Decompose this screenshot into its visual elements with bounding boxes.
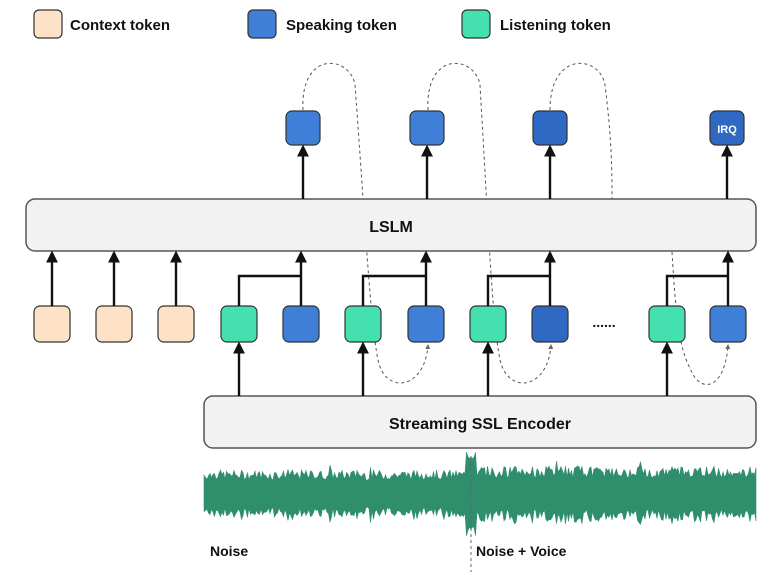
- legend-listening-label: Listening token: [500, 17, 611, 34]
- output-speaking-token-3: [532, 110, 568, 146]
- feedback-loops: [302, 62, 731, 386]
- arrow-merge-1: [237, 274, 301, 306]
- listening-token-2: [344, 305, 382, 343]
- legend-context-label: Context token: [70, 17, 170, 34]
- output-arrows: [297, 144, 733, 199]
- lslm-label: LSLM: [369, 219, 413, 236]
- listening-token-3: [469, 305, 507, 343]
- output-speaking-token-2: [409, 110, 445, 146]
- feedback-loop-3: [549, 62, 613, 199]
- encoder-arrows: [233, 341, 673, 396]
- speaking-token-4: [709, 305, 747, 343]
- noise-label: Noise: [210, 543, 248, 559]
- context-token-2: [95, 305, 133, 343]
- legend-listening-swatch: [461, 9, 491, 39]
- arrow-merge-4: [665, 274, 728, 306]
- legend-speaking-swatch: [247, 9, 277, 39]
- listening-token-1: [220, 305, 258, 343]
- listening-token-4: [648, 305, 686, 343]
- arrow-merge-3: [486, 274, 550, 306]
- waveform-signal: [203, 452, 757, 536]
- noise-voice-label: Noise + Voice: [476, 543, 567, 559]
- legend-speaking-label: Speaking token: [286, 17, 397, 34]
- context-token-3: [157, 305, 195, 343]
- lslm-block: [25, 198, 757, 252]
- input-arrows: [46, 250, 734, 306]
- encoder-label: Streaming SSL Encoder: [389, 416, 571, 433]
- irq-label: IRQ: [717, 124, 737, 136]
- output-speaking-token-1: [285, 110, 321, 146]
- speaking-token-2: [407, 305, 445, 343]
- arrow-merge-2: [361, 274, 426, 306]
- waveform: [203, 452, 757, 572]
- encoder-block: [203, 395, 757, 449]
- legend-context-swatch: [33, 9, 63, 39]
- ellipsis: ......: [592, 314, 615, 330]
- context-token-1: [33, 305, 71, 343]
- feedback-loop-2: [427, 62, 554, 384]
- speaking-token-3: [531, 305, 569, 343]
- feedback-loop-1: [302, 62, 431, 384]
- feedback-loop-4: [671, 251, 731, 386]
- speaking-token-1: [282, 305, 320, 343]
